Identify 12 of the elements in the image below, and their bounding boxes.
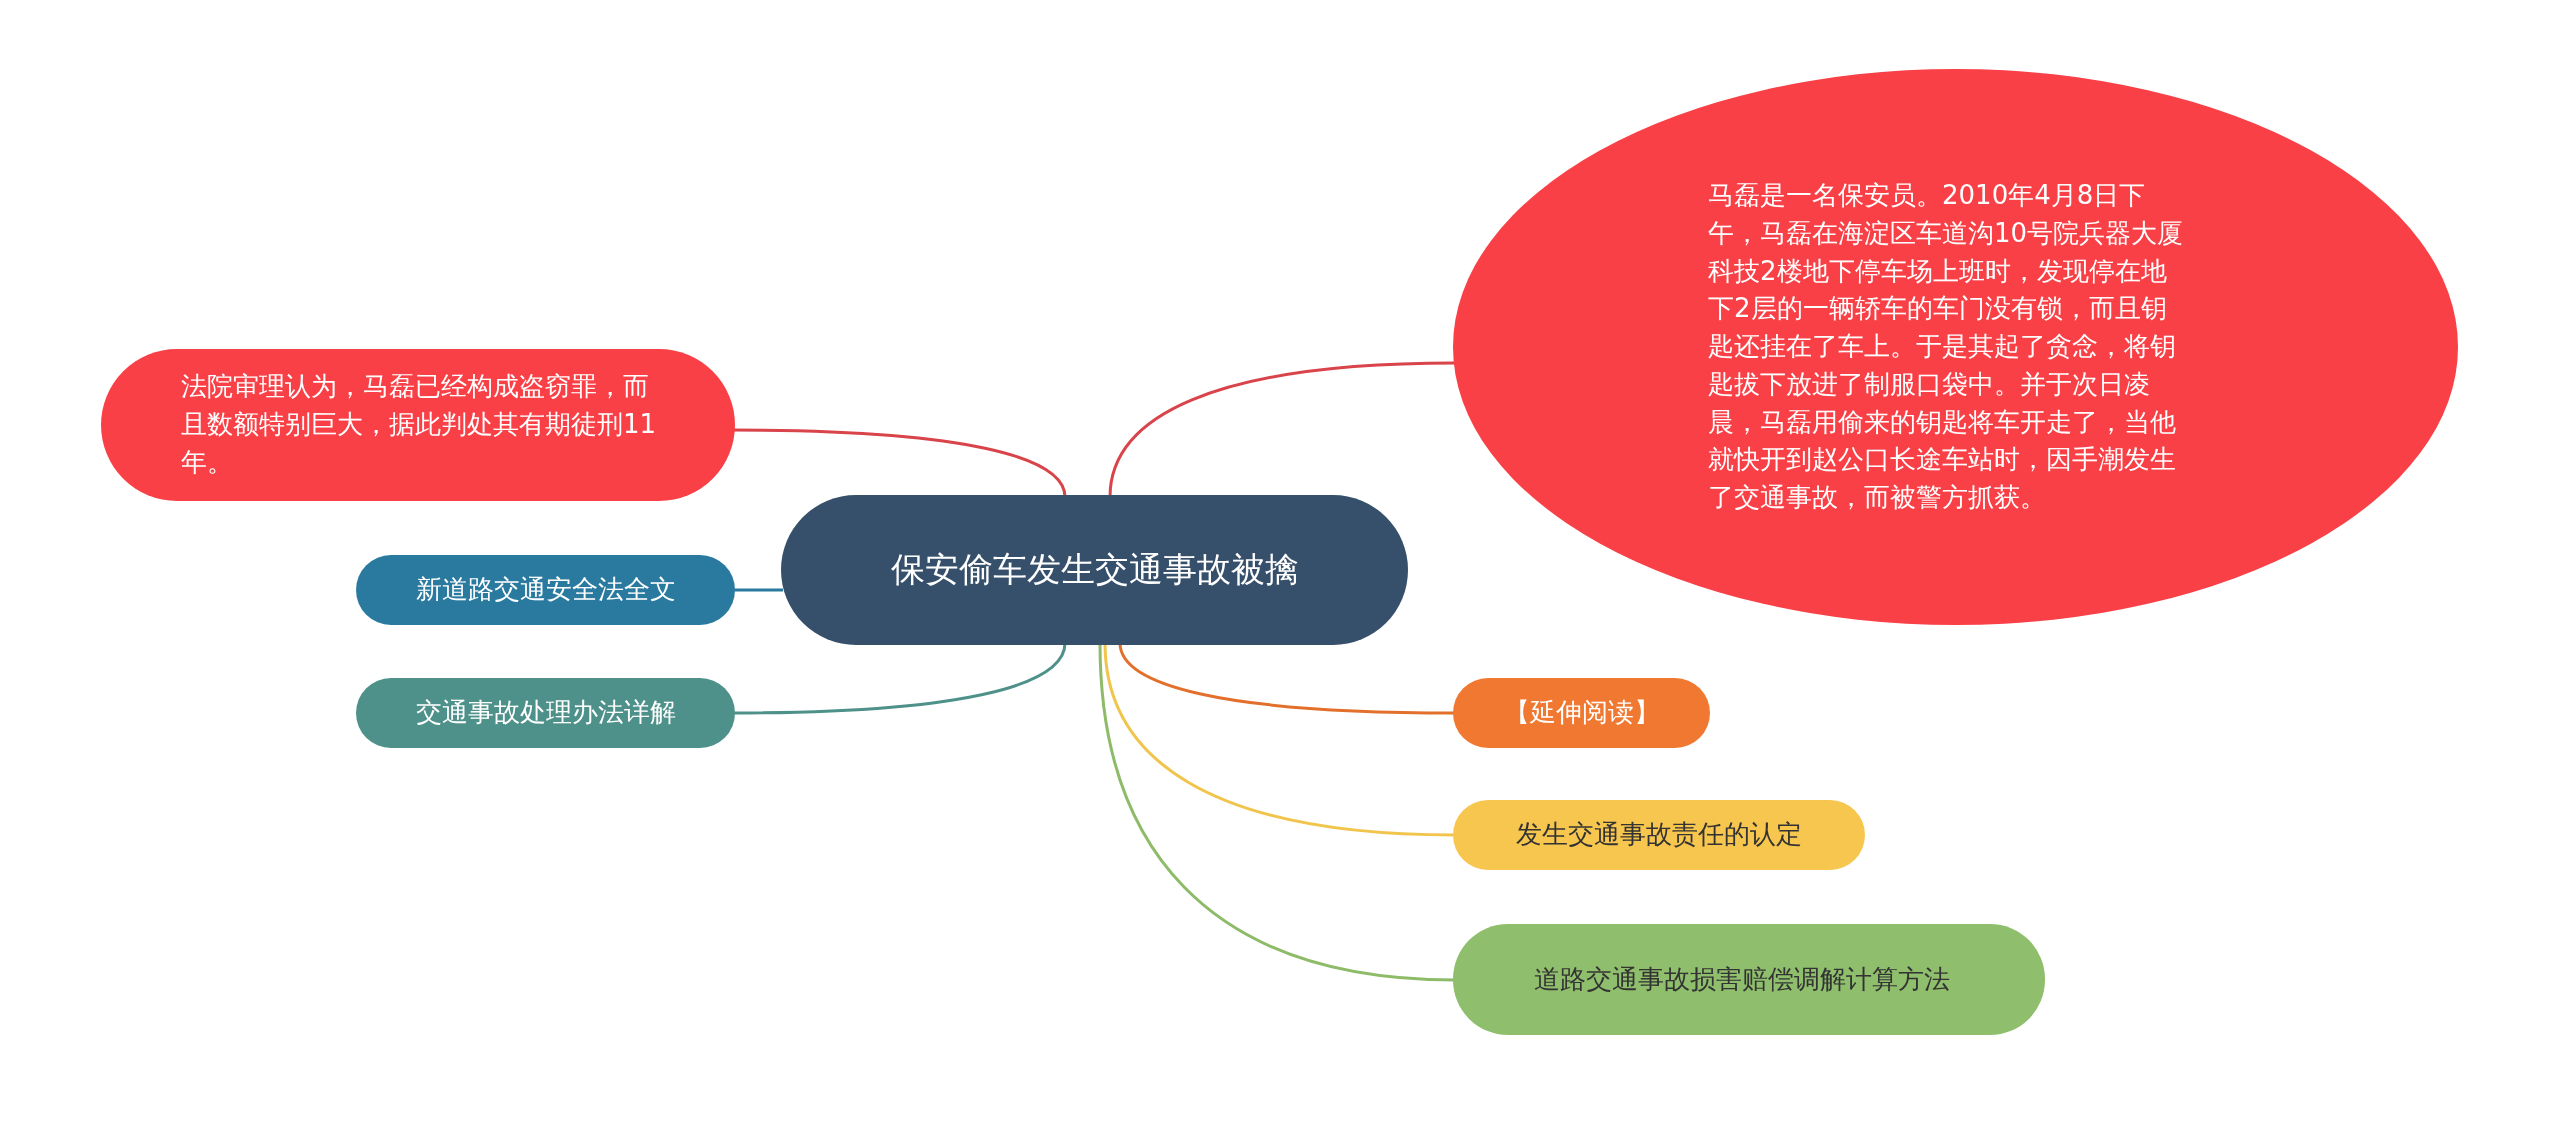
topic-box: 道路交通事故损害赔偿调解计算方法 [1453,924,2045,1035]
connector-line [733,588,783,592]
topic-box: 交通事故处理办法详解 [356,678,735,748]
connector-line [1118,642,1455,715]
topic-box: 新道路交通安全法全文 [356,555,735,625]
connector-line [733,642,1067,715]
topic-box: 发生交通事故责任的认定 [1453,800,1865,870]
topic-box: 【延伸阅读】 [1453,678,1710,748]
connector-line [733,428,1067,498]
topic-box: 法院审理认为，马磊已经构成盗窃罪，而且数额特别巨大，据此判处其有期徒刑11年。 [101,349,735,501]
central-topic-box: 保安偷车发生交通事故被擒 [781,495,1408,645]
connector-line [1108,361,1456,498]
